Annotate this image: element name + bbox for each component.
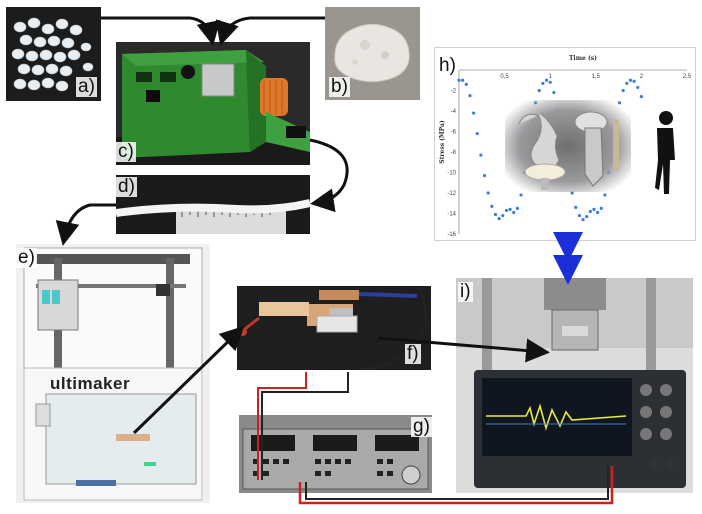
data-point [541,81,545,85]
y-tick-label: -12 [447,191,456,197]
data-point [508,207,512,211]
data-point [570,191,574,195]
data-point [490,204,494,208]
data-point [588,209,592,214]
data-point [621,88,625,93]
y-tick-label: -10 [447,171,456,177]
data-point [552,90,556,95]
filament-image [116,175,310,234]
y-axis-label: Stress (MPa) [439,120,446,164]
stress-chart: Time (s) Stress (MPa) 0,5 1 1,5 2 2,5 -2 -4 -6 -8 -… [434,47,696,241]
printer-brand-text: ultimaker [50,374,131,393]
knee-implant-photo [505,100,631,192]
test-machine-photo: i) [456,278,693,493]
data-point [497,217,501,221]
data-point [464,82,468,86]
data-point [639,95,643,99]
arrow-filament-to-printer [55,203,116,246]
data-point [515,206,519,210]
data-point [475,131,479,136]
x-tick-label: 2 [640,74,644,80]
extruder-image [116,42,310,165]
y-tick-label: -4 [451,109,457,115]
powder-photo: b) [325,7,420,100]
y-tick-label: -8 [451,150,457,156]
y-tick-label: -2 [451,89,457,95]
data-point [468,94,472,98]
arrow-pellets-to-extruder [101,16,221,46]
data-point [537,88,541,93]
knee-implant-image [518,111,619,190]
data-point [628,78,633,82]
data-point [603,193,607,197]
data-point [544,78,549,82]
pellets-photo: a) [6,7,101,101]
label-c: c) [116,141,136,162]
data-point [599,206,603,210]
data-point [581,218,585,222]
data-point [493,212,498,217]
y-tick-label: -6 [451,130,457,136]
pellets-image [6,7,101,101]
label-h: h) [437,55,458,76]
data-point [457,78,461,82]
amplifier-photo: g) [239,415,432,493]
label-e: e) [16,247,37,268]
data-point [486,191,490,195]
y-tick-label: -14 [447,212,456,218]
data-point [585,214,589,219]
data-point [574,205,578,209]
x-tick-label: 2,5 [683,74,692,80]
data-point [636,85,640,90]
data-point [548,80,552,84]
data-point [596,210,600,215]
y-tick-label: -16 [447,232,456,238]
x-tick-label: 1,5 [592,74,601,80]
walking-person-icon [651,110,681,198]
data-point [592,207,596,211]
label-b: b) [329,76,350,97]
data-point [471,111,476,115]
label-d: d) [116,176,137,197]
extruder-photo: c) [116,42,310,165]
label-f: f) [405,343,421,364]
label-g: g) [411,416,432,437]
filament-photo: d) [116,175,310,234]
data-point [461,78,465,82]
arrow-extruder-to-filament [309,138,349,213]
data-point [504,208,509,213]
printer-photo: ultimaker e) [16,244,210,503]
data-point [512,210,516,215]
label-a: a) [76,76,97,97]
x-tick-label: 0,5 [500,74,509,80]
data-point [577,213,581,218]
data-point [625,81,629,85]
sensor-photo: f) [237,286,431,370]
data-point [632,79,636,83]
label-i: i) [458,281,473,302]
data-point [482,173,487,178]
data-point [501,213,505,218]
powder-image [325,7,420,100]
x-tick-label: 1 [549,74,553,80]
data-point [519,193,523,197]
data-point [479,153,483,157]
x-axis-label: Time (s) [569,55,597,62]
amplifier-image [239,415,432,493]
arrow-powder-to-extruder [215,16,325,46]
sensor-image [237,286,431,370]
test-machine-image [456,278,693,493]
